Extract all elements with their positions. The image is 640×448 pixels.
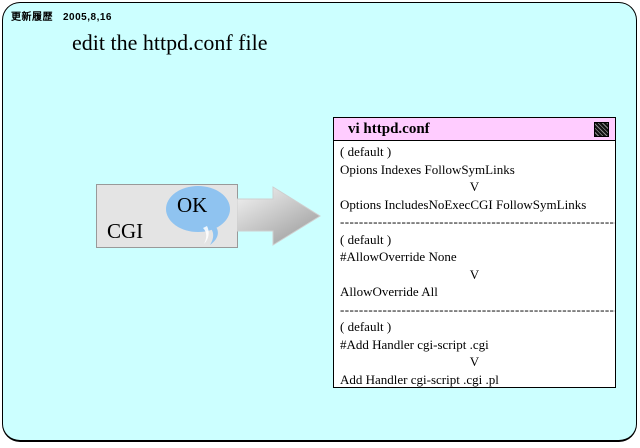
section1-config-before: Opions Indexes FollowSymLinks <box>340 161 515 177</box>
section-separator: ----------------------------------------… <box>340 301 615 317</box>
section3-config-after: Add Handler cgi-script .cgi .pl <box>340 371 499 387</box>
cgi-label: CGI <box>107 219 144 243</box>
hatched-square-icon <box>594 121 609 137</box>
vi-panel-title: vi httpd.conf <box>348 120 430 137</box>
ok-label: OK <box>177 193 208 217</box>
section-separator: ----------------------------------------… <box>340 214 615 229</box>
section1-config-after: Options IncludesNoExecCGI FollowSymLinks <box>340 196 587 212</box>
page-title: edit the httpd.conf file <box>72 30 268 55</box>
section2-config-after: AllowOverride All <box>340 284 438 299</box>
section2-config-before: #AllowOverride None <box>340 249 457 264</box>
section2-default-label: ( default ) <box>340 231 392 247</box>
revision-date-value: 2005,8,16 <box>63 12 112 23</box>
section2-change-marker: V <box>469 266 480 282</box>
vi-panel-body: ( default ) Opions Indexes FollowSymLink… <box>334 141 615 388</box>
right-arrow-icon <box>237 186 321 246</box>
section3-change-marker: V <box>469 354 480 369</box>
ok-bubble-icon <box>166 186 230 245</box>
section3-default-label: ( default ) <box>340 319 392 334</box>
revision-date-label: 更新履歴 <box>11 12 53 23</box>
section1-default-label: ( default ) <box>340 144 392 159</box>
cgi-box: OK CGI <box>96 184 238 248</box>
section3-config-before: #Add Handler cgi-script .cgi <box>340 336 489 352</box>
section1-change-marker: V <box>469 179 480 194</box>
revision-date: 更新履歴 2005,8,16 <box>11 8 112 23</box>
vi-panel: vi httpd.conf ( default ) Opions Indexes… <box>333 117 616 388</box>
vi-panel-header: vi httpd.conf <box>334 118 615 141</box>
slide-background: 更新履歴 2005,8,16 edit the httpd.conf file O… <box>2 2 637 442</box>
